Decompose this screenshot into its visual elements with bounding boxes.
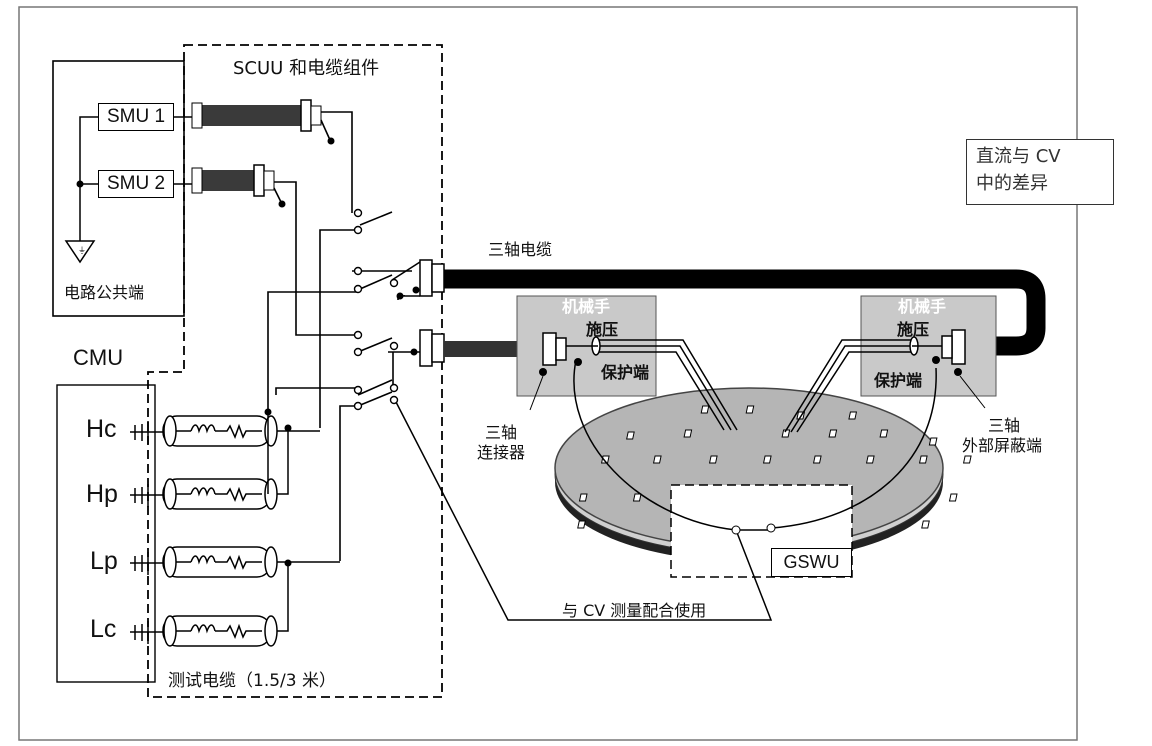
cmu-label: CMU xyxy=(73,345,124,370)
switch-contacts xyxy=(353,208,399,411)
switch-wiring xyxy=(267,111,421,561)
coax-hc xyxy=(130,415,320,447)
port-lc: Lc xyxy=(90,615,117,643)
triax-connector-label-1: 三轴 xyxy=(485,423,518,442)
triax-cable-label: 三轴电缆 xyxy=(488,240,553,259)
port-hc: Hc xyxy=(86,415,117,443)
right-triax-connector xyxy=(909,329,986,409)
smu1-box: SMU 1 xyxy=(98,103,174,131)
smu2-connector xyxy=(253,164,265,197)
scuu-dashed-outline xyxy=(147,44,443,698)
outer-frame xyxy=(18,6,1078,741)
cv-use-label: 与 CV 测量配合使用 xyxy=(562,601,707,620)
gswu-label-box: GSWU xyxy=(771,548,852,577)
circuit-common-label: 电路公共端 xyxy=(64,283,145,302)
ground-mark: ⏚ xyxy=(78,246,86,255)
triax-output-upper xyxy=(419,259,433,297)
left-triax-connector xyxy=(529,332,601,411)
dc-cv-diff-box: 直流与 CV 中的差异 xyxy=(966,139,1114,205)
port-lp: Lp xyxy=(90,547,118,575)
port-hp: Hp xyxy=(86,480,118,508)
ground-symbol xyxy=(64,240,96,264)
probe-needles xyxy=(395,339,937,621)
smu1-cable xyxy=(196,105,302,126)
triax-cable-upper xyxy=(444,269,1046,356)
test-cable-label: 测试电缆（1.5/3 米） xyxy=(168,671,336,691)
ground-junction xyxy=(76,180,84,188)
smu2-cable xyxy=(196,170,254,191)
coax-hp xyxy=(130,428,289,510)
manipulator-left-guard: 保护端 xyxy=(601,363,650,382)
triax-outer-shield-label-1: 三轴 xyxy=(988,416,1021,435)
cmu-coax-group xyxy=(130,412,340,647)
manipulator-right-guard: 保护端 xyxy=(874,371,923,390)
triax-outer-shield-label-2: 外部屏蔽端 xyxy=(962,436,1043,455)
manipulator-left-force: 施压 xyxy=(586,320,619,339)
manipulator-right-title: 机械手 xyxy=(898,297,947,316)
wafer-dies xyxy=(577,405,972,529)
coax-lc xyxy=(130,563,289,647)
triax-output-lower xyxy=(419,329,433,367)
triax-connector-label-2: 连接器 xyxy=(477,443,526,462)
manipulator-right-force: 施压 xyxy=(897,320,930,339)
scuu-label: SCUU 和电缆组件 xyxy=(188,56,438,84)
smu-enclosure xyxy=(52,60,185,317)
cmu-enclosure xyxy=(56,384,156,683)
dc-cv-diff-line-1: 直流与 CV xyxy=(976,146,1061,167)
coax-lp xyxy=(130,546,340,578)
manipulator-left-title: 机械手 xyxy=(562,297,611,316)
smu2-box: SMU 2 xyxy=(98,170,174,198)
dc-cv-diff-line-2: 中的差异 xyxy=(976,173,1048,194)
smu1-connector xyxy=(300,99,312,132)
